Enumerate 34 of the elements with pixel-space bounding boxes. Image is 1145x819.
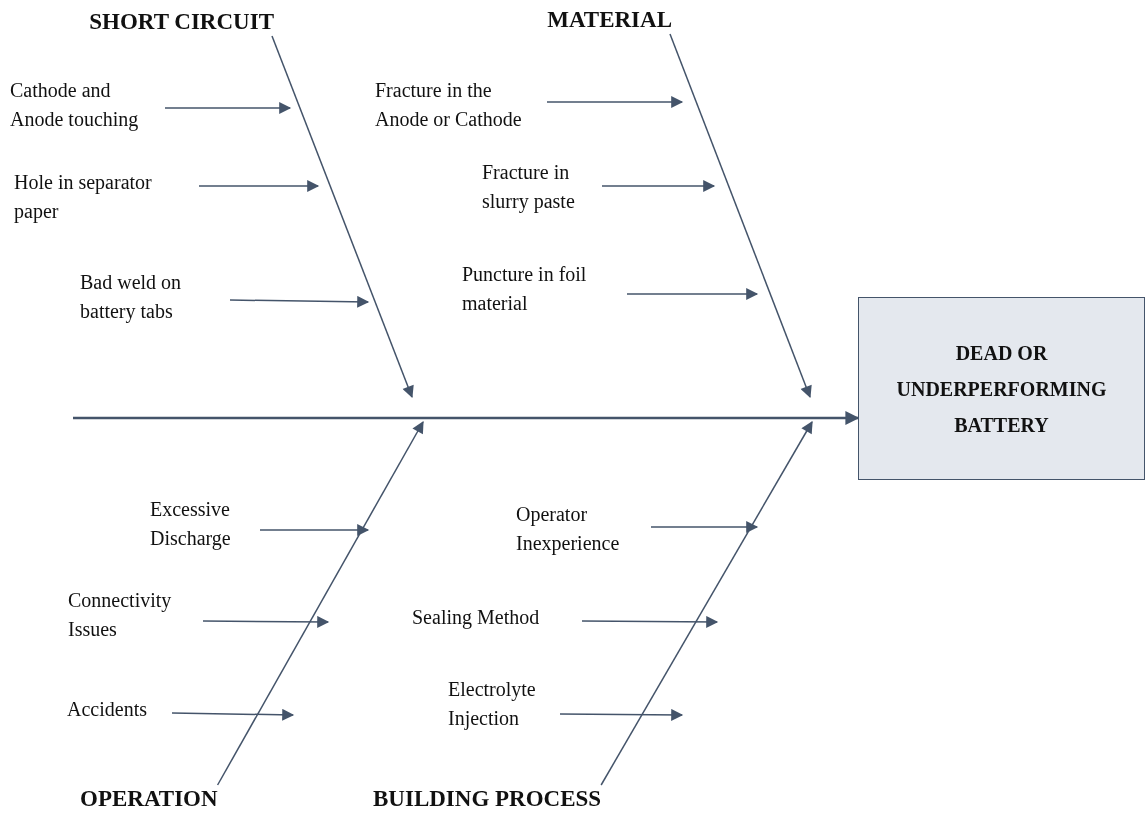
cause-label: Electrolyte Injection (448, 675, 560, 733)
effect-box: DEAD OR UNDERPERFORMING BATTERY (858, 297, 1145, 480)
category-label: MATERIAL (547, 6, 672, 34)
bone-arrow (600, 420, 813, 786)
cause-label: Cathode and Anode touching (10, 76, 165, 134)
category-label: OPERATION (80, 785, 218, 813)
cause-arrow (559, 708, 684, 721)
spine-arrow (73, 411, 860, 425)
cause-label: Fracture in slurry paste (482, 158, 602, 216)
cause-arrow (601, 180, 716, 192)
cause-arrow (650, 521, 759, 533)
bone-arrow (669, 33, 812, 399)
cause-label: Bad weld on battery tabs (80, 268, 230, 326)
cause-label: Operator Inexperience (516, 500, 651, 558)
cause-arrow (259, 524, 370, 536)
bone-arrow (216, 420, 424, 786)
cause-label: Connectivity Issues (68, 586, 203, 644)
cause-arrow (546, 96, 684, 108)
cause-arrow (171, 708, 295, 721)
cause-arrow (581, 615, 719, 628)
category-label: BUILDING PROCESS (373, 785, 602, 813)
bone-arrow (271, 35, 414, 399)
cause-label: Puncture in foil material (462, 260, 627, 318)
cause-arrow (198, 180, 320, 192)
category-label: SHORT CIRCUIT (89, 8, 274, 36)
cause-arrow (164, 102, 292, 114)
cause-label: Hole in separator paper (14, 168, 199, 226)
cause-arrow (229, 295, 370, 308)
cause-label: Excessive Discharge (150, 495, 260, 553)
cause-label: Sealing Method (412, 603, 582, 632)
cause-arrow (202, 615, 330, 628)
cause-label: Fracture in the Anode or Cathode (375, 76, 547, 134)
cause-label: Accidents (67, 695, 172, 724)
cause-arrow (626, 288, 759, 300)
